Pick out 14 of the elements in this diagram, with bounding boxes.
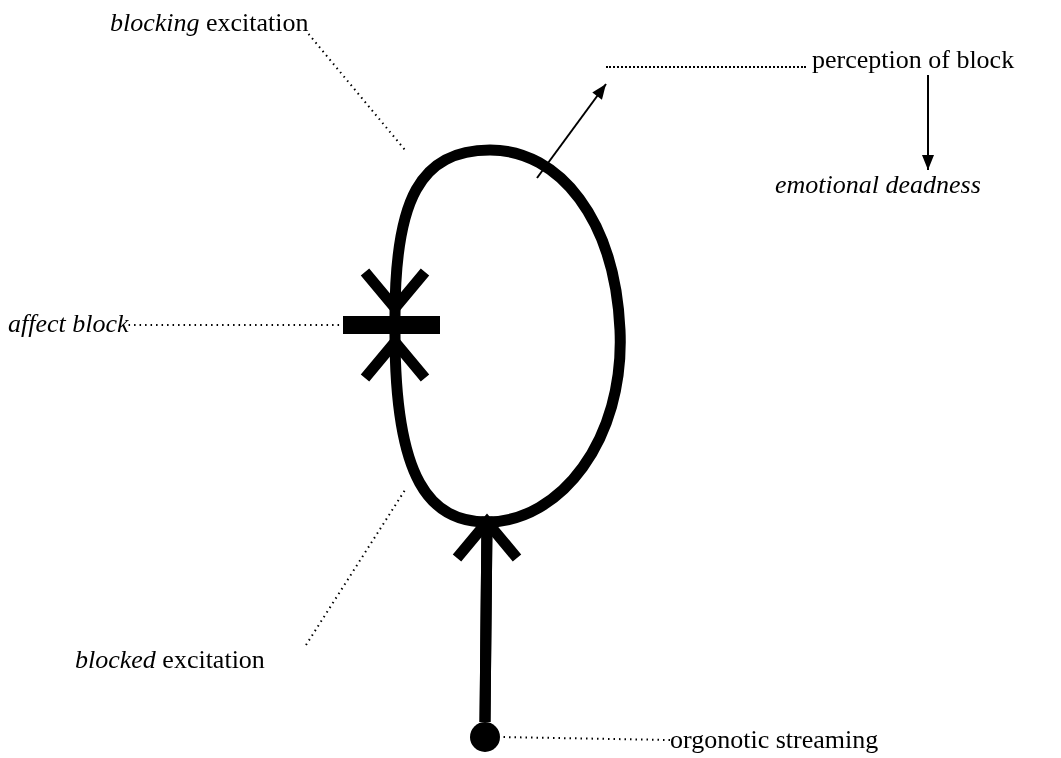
- arrow: [922, 74, 934, 171]
- node-label: perception of block: [812, 45, 1015, 74]
- node-label: blocking excitation: [110, 8, 309, 38]
- node-label: emotional deadness: [775, 170, 981, 200]
- source-dot: [470, 722, 500, 752]
- arrow: [536, 83, 607, 179]
- node-label: orgonotic streaming: [670, 725, 879, 755]
- leader-line: [307, 33, 406, 151]
- arrow: [360, 144, 626, 723]
- node-label: blocked excitation: [75, 645, 265, 675]
- leader-line: [305, 489, 406, 646]
- block-bar: [343, 316, 440, 334]
- node-label: affect block: [8, 309, 129, 339]
- arrow: [360, 333, 522, 723]
